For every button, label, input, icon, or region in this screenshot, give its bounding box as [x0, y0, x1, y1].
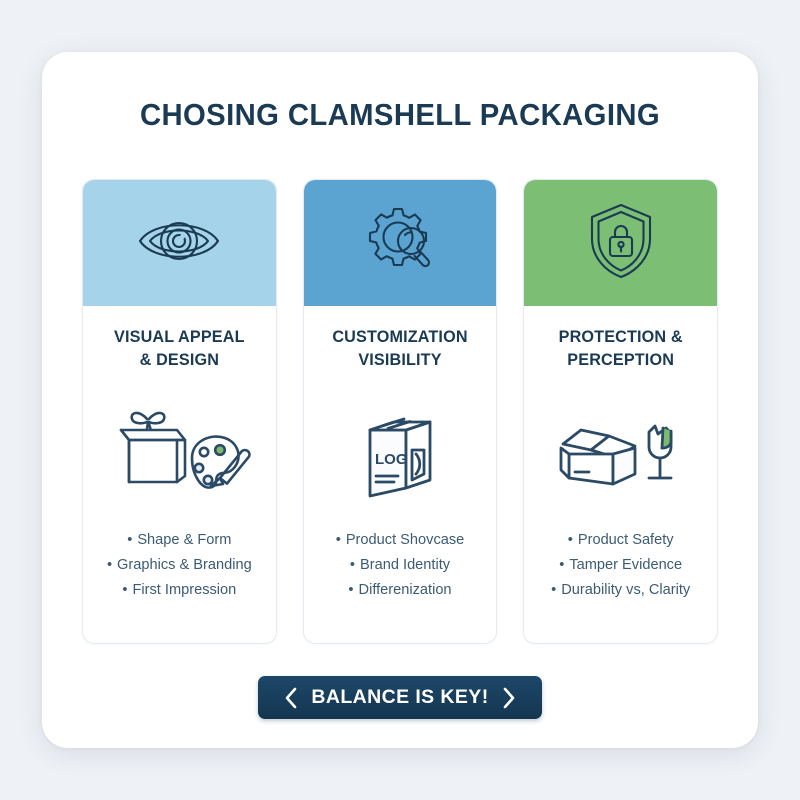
box-logo-label: LOG	[375, 451, 408, 468]
column-body-visual-appeal: VISUAL APPEAL & DESIGN	[83, 306, 276, 643]
list-item: Product Shovcase	[336, 528, 464, 553]
column-heading-customization: CUSTOMIZATION VISIBILITY	[332, 326, 467, 374]
list-item: Shape & Form	[107, 528, 252, 553]
list-item: Graphics & Branding	[107, 553, 252, 578]
infographic-card: CHOSING CLAMSHELL PACKAGING	[42, 52, 758, 748]
column-card-visual-appeal: VISUAL APPEAL & DESIGN	[82, 179, 277, 644]
list-item: Differenization	[336, 578, 465, 603]
column-card-customization: CUSTOMIZATION VISIBILITY	[302, 179, 498, 644]
banner-label: BALANCE IS KEY!	[311, 686, 489, 708]
page-title: CHOSING CLAMSHELL PACKAGING	[139, 98, 661, 132]
chevron-left-icon	[284, 687, 298, 709]
column-heading-line2: PERCEPTION	[567, 351, 675, 370]
branded-box-icon: LOG	[348, 400, 452, 504]
eye-icon	[136, 209, 222, 278]
column-heading-line2: VISIBILITY	[358, 351, 442, 370]
bullet-list-protection: Product Safety Tamper Evidence Durabilit…	[551, 528, 690, 603]
list-item: Tamper Evidence	[551, 553, 690, 578]
balance-is-key-banner[interactable]: BALANCE IS KEY!	[258, 676, 542, 719]
column-header-visual-appeal	[83, 180, 276, 306]
bullet-list-visual-appeal: Shape & Form Graphics & Branding First I…	[107, 528, 252, 603]
column-heading-line2: & DESIGN	[139, 351, 220, 370]
shield-lock-icon	[586, 201, 656, 286]
column-heading-visual-appeal: VISUAL APPEAL & DESIGN	[114, 326, 245, 374]
column-header-customization	[303, 180, 497, 306]
column-body-protection: PROTECTION & PERCEPTION	[524, 306, 717, 643]
column-heading-line1: PROTECTION &	[558, 328, 683, 346]
column-body-customization: CUSTOMIZATION VISIBILITY	[304, 306, 497, 643]
list-item: Brand Identity	[336, 553, 465, 578]
column-heading-line1: VISUAL APPEAL	[114, 328, 245, 346]
open-box-broken-glass-icon	[541, 400, 701, 504]
gift-box-and-palette-icon	[103, 400, 255, 504]
list-item: Durability vs, Clarity	[551, 578, 690, 603]
bullet-list-customization: Product Shovcase Brand Identity Differen…	[336, 528, 465, 603]
chevron-right-icon	[502, 687, 516, 709]
list-item: First Impression	[107, 578, 252, 603]
column-heading-line1: CUSTOMIZATION	[332, 328, 468, 346]
footer-banner-container: BALANCE IS KEY!	[64, 676, 736, 719]
list-item: Product Safety	[551, 528, 690, 553]
column-header-protection	[524, 180, 718, 306]
columns-container: VISUAL APPEAL & DESIGN	[64, 179, 736, 644]
column-card-protection: PROTECTION & PERCEPTION	[523, 179, 719, 644]
gear-magnifier-icon	[361, 205, 439, 282]
column-heading-protection: PROTECTION & PERCEPTION	[559, 326, 683, 374]
